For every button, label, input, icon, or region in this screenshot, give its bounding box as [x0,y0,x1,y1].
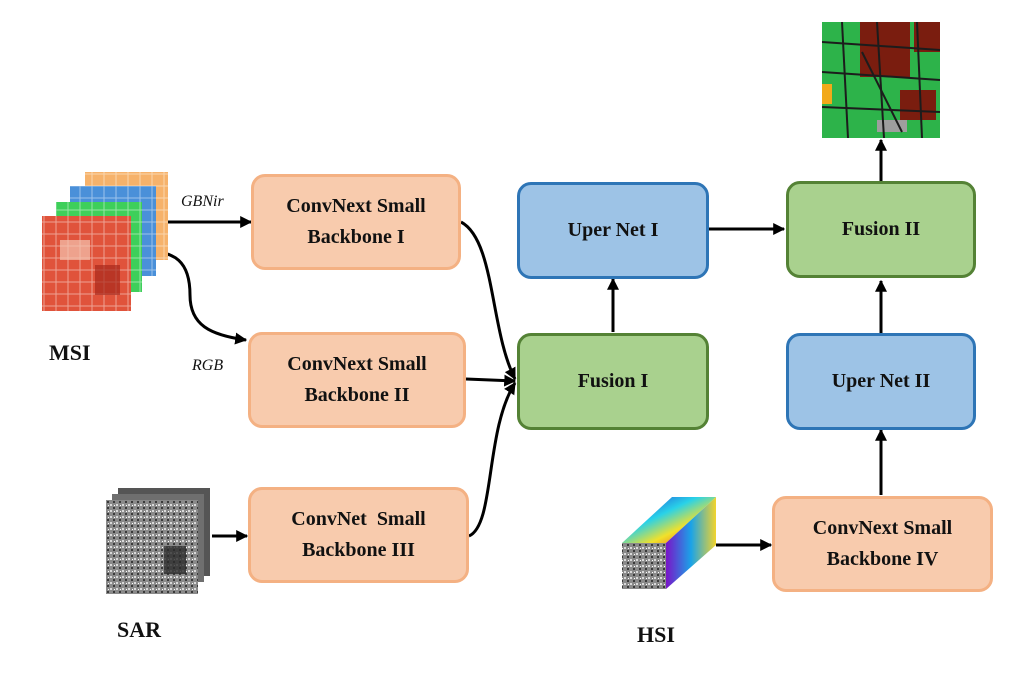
fusion-1-box: Fusion I [517,333,709,430]
upernet-1-label: Uper Net I [567,219,659,241]
upernet-2-label: Uper Net II [831,370,931,392]
upernet-1-box: Uper Net I [517,182,709,279]
backbone-3-subtitle: Backbone III [302,539,415,561]
backbone-1-subtitle: Backbone I [307,226,405,248]
hsi-label: HSI [637,622,675,647]
backbone-4-subtitle: Backbone IV [826,548,939,570]
backbone-3-box: ConvNet Small Backbone III [248,487,469,583]
fusion-2-label: Fusion II [841,218,921,240]
gbnir-label: GBNir [181,193,224,210]
fusion-2-box: Fusion II [786,181,976,278]
backbone-4-title: ConvNext Small [812,517,953,539]
hsi-cube [622,497,716,589]
backbone-2-subtitle: Backbone II [304,384,410,406]
backbone-2-title: ConvNext Small [287,353,427,375]
msi-label: MSI [49,340,91,365]
upernet-2-box: Uper Net II [786,333,976,430]
backbone-4-box: ConvNext Small Backbone IV [772,496,993,592]
rgb-label: RGB [192,357,224,374]
backbone-1-title: ConvNext Small [286,195,426,217]
backbone-2-box: ConvNext Small Backbone II [248,332,466,428]
sar-label: SAR [117,617,162,642]
sar-image-stack [106,488,210,594]
arrow-backbone-3-to-fusion-1 [468,381,517,538]
backbone-3-title: ConvNet Small [291,508,426,530]
msi-image-stack [42,172,168,311]
arrow-backbone-1-to-fusion-1 [460,220,517,381]
arrow-backbone-2-to-fusion-1 [465,374,517,387]
backbone-1-box: ConvNext Small Backbone I [251,174,461,270]
output-segmentation-map [822,22,940,138]
fusion-1-label: Fusion I [577,370,649,392]
